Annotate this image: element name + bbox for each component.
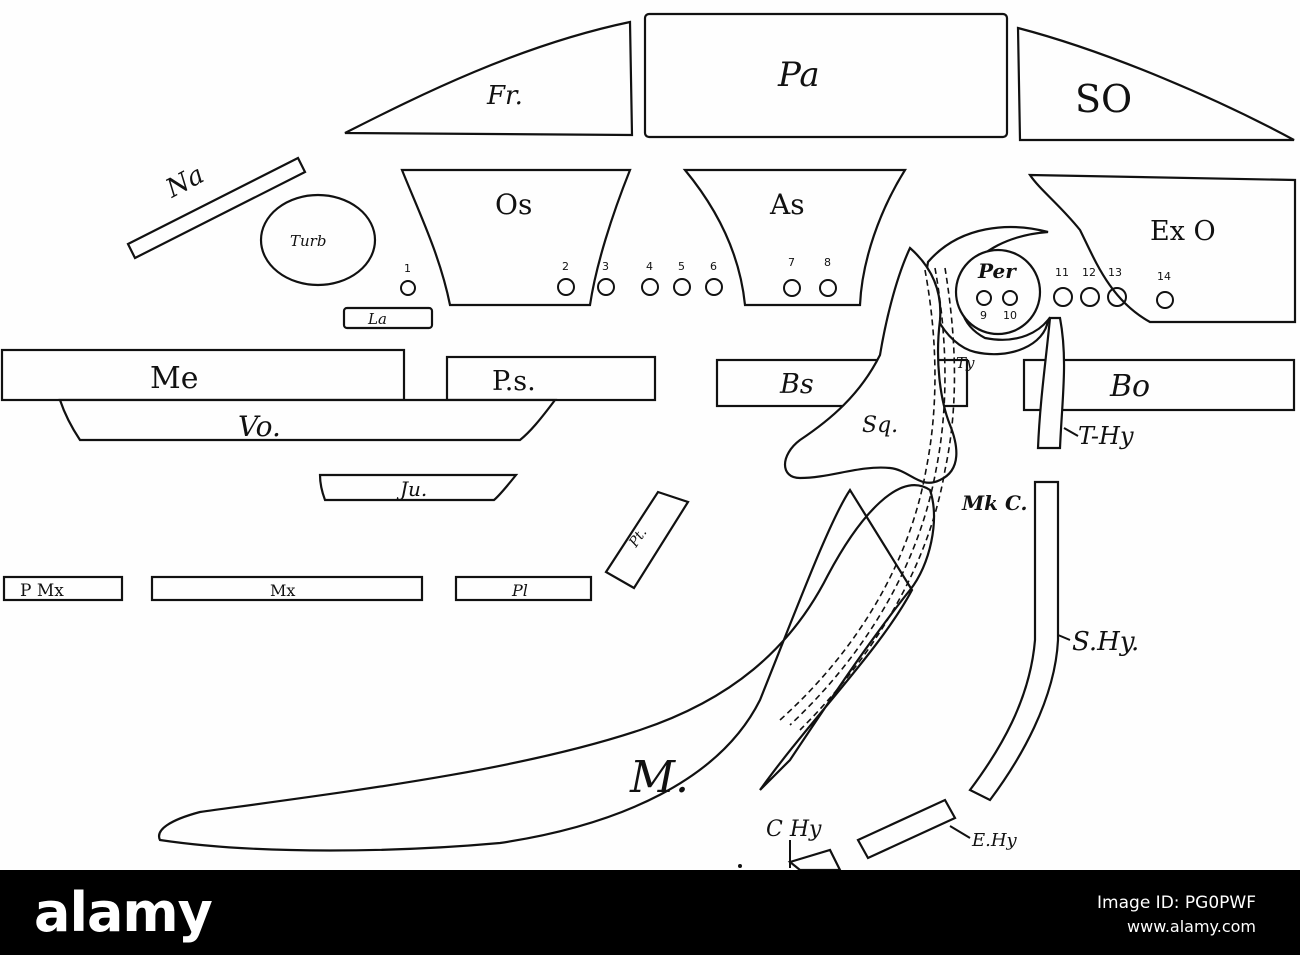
label-mandible: M. — [629, 752, 689, 803]
foramen-4-number: 4 — [646, 260, 653, 273]
exoccipital-bone — [1030, 175, 1295, 322]
foramen-8-number: 8 — [824, 256, 831, 269]
skull-diagram-svg: Fr. Pa SO Na Turb Os As Ex O La 1 2 3 4 … — [0, 0, 1300, 870]
alamy-logo: alamy — [34, 870, 212, 955]
foramen-13-number: 13 — [1108, 266, 1122, 279]
frontal-bone — [345, 22, 632, 135]
foramen-2-number: 2 — [562, 260, 569, 273]
leader-tympanohyal — [1064, 428, 1078, 436]
foramen-11-number: 11 — [1055, 266, 1069, 279]
parietal-bone — [645, 14, 1007, 137]
foramen-14-number: 14 — [1157, 270, 1171, 283]
ceratohyal-bone — [790, 850, 840, 870]
label-epihyal: E.Hy — [971, 830, 1018, 851]
label-periotic: Per — [977, 259, 1017, 283]
label-frontal: Fr. — [486, 81, 523, 111]
label-tympanohyal: T-Hy — [1078, 422, 1134, 450]
label-alisphenoid: As — [769, 188, 805, 221]
label-basioccipital: Bo — [1109, 369, 1150, 404]
label-palatine: Pl — [511, 581, 528, 600]
label-exoccipital: Ex O — [1150, 216, 1216, 247]
label-squamosal: Sq. — [862, 413, 898, 438]
foramen-1-number: 1 — [404, 262, 411, 275]
skull-diagram: Fr. Pa SO Na Turb Os As Ex O La 1 2 3 4 … — [0, 0, 1300, 870]
foramen-3 — [598, 279, 614, 295]
presphenoid-bone — [447, 357, 655, 400]
vomer-bone — [60, 400, 555, 440]
epihyal-bone — [858, 800, 955, 858]
foramen-10-number: 10 — [1003, 309, 1017, 322]
mesethmoid-bone — [2, 350, 404, 400]
leader-stylohyal — [1058, 635, 1070, 640]
foramen-12-number: 12 — [1082, 266, 1096, 279]
image-id: Image ID: PG0PWF — [1097, 893, 1256, 913]
label-lacrimal: La — [367, 310, 387, 328]
foramen-11 — [1054, 288, 1072, 306]
foramen-12 — [1081, 288, 1099, 306]
site-url: www.alamy.com — [1097, 917, 1256, 936]
foramen-6 — [706, 279, 722, 295]
label-mesethmoid: Me — [150, 361, 198, 396]
foramen-4 — [642, 279, 658, 295]
stylohyal-bone — [970, 482, 1058, 800]
foramen-5 — [674, 279, 690, 295]
label-stylohyal: S.Hy. — [1072, 627, 1139, 657]
label-turbinal: Turb — [290, 232, 326, 250]
label-supraoccipital: SO — [1075, 77, 1132, 121]
label-meckels-cartilage: Mk C. — [961, 491, 1028, 515]
mandible-bone — [159, 485, 934, 850]
label-presphenoid: P.s. — [492, 366, 536, 397]
label-jugal: Ju. — [396, 477, 427, 501]
label-tympanic: Ty — [956, 354, 975, 372]
label-nasal: Na — [160, 160, 209, 205]
label-orbitosphenoid: Os — [495, 188, 532, 221]
label-premaxilla: P Mx — [20, 581, 64, 601]
label-vomer: Vo. — [238, 410, 281, 443]
foramen-1 — [401, 281, 415, 295]
foramen-6-number: 6 — [710, 260, 717, 273]
foramen-5-number: 5 — [678, 260, 685, 273]
foramen-9-number: 9 — [980, 309, 987, 322]
foramen-7-number: 7 — [788, 256, 795, 269]
foramen-3-number: 3 — [602, 260, 609, 273]
leader-epihyal — [950, 826, 970, 838]
label-ceratohyal: C Hy — [766, 817, 822, 842]
pterygoid-bone — [606, 492, 688, 588]
label-maxilla: Mx — [270, 581, 295, 600]
lacrimal-bone — [344, 308, 432, 328]
label-parietal: Pa — [777, 55, 820, 95]
label-basisphenoid: Bs — [779, 369, 814, 400]
supraoccipital-bone — [1018, 28, 1294, 140]
dot-mark — [738, 864, 742, 868]
image-id-block: Image ID: PG0PWF www.alamy.com — [1097, 893, 1256, 936]
